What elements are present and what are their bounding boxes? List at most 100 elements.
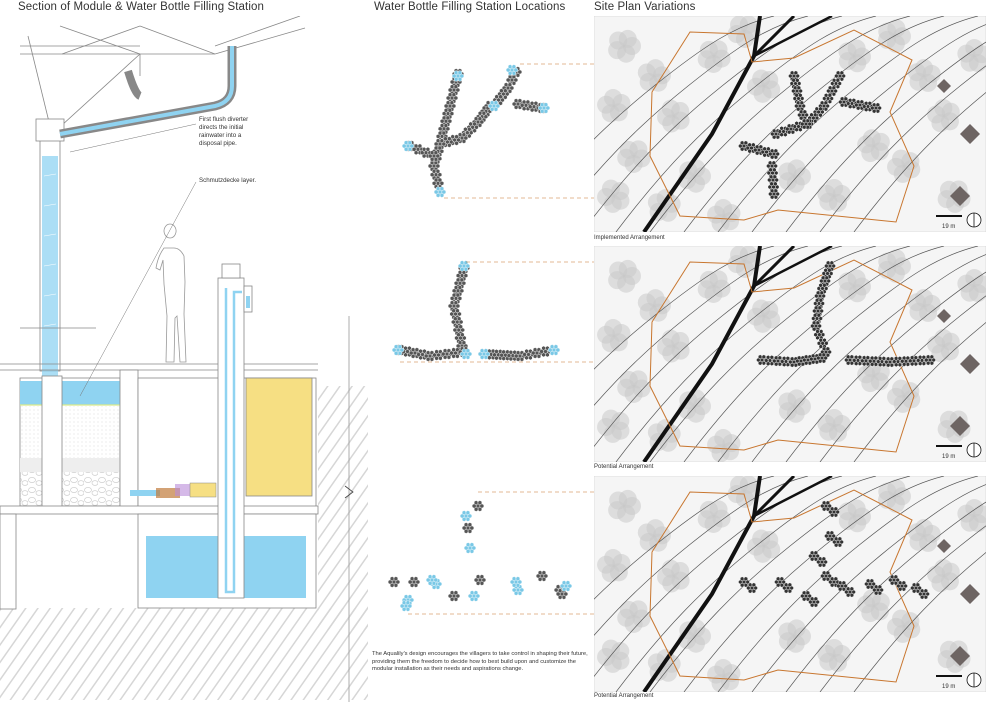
- module-cluster: [561, 594, 566, 600]
- module-cluster: [444, 107, 449, 113]
- module-cluster: [779, 125, 784, 131]
- tree-canopy: [617, 370, 651, 403]
- module-cluster: [921, 354, 926, 360]
- module-cluster: [498, 94, 503, 100]
- module-cluster: [772, 128, 777, 134]
- module-cluster: [818, 297, 823, 303]
- module-cluster: [452, 292, 457, 298]
- module-cluster: [432, 168, 437, 174]
- contour-line: [649, 476, 911, 692]
- module-cluster: [393, 576, 398, 582]
- module-cluster: [910, 355, 915, 360]
- tree-canopy: [878, 479, 911, 513]
- module-cluster: [818, 556, 823, 562]
- module-cluster: [464, 522, 469, 528]
- module-cluster: [829, 530, 834, 536]
- module-cluster: [434, 145, 439, 151]
- tree-canopy: [617, 140, 651, 173]
- module-cluster: [748, 582, 753, 588]
- module-cluster: [516, 350, 521, 356]
- tree-canopy: [878, 249, 911, 283]
- contour-line: [615, 476, 877, 692]
- water-station-marker: [543, 102, 548, 108]
- water-station-marker: [436, 186, 441, 192]
- module-cluster: [881, 356, 886, 361]
- module-cluster: [912, 582, 917, 588]
- water-station-marker: [435, 584, 440, 590]
- module-cluster: [923, 588, 928, 594]
- water-station-marker: [550, 344, 555, 350]
- module-cluster: [825, 570, 830, 576]
- module-cluster: [814, 106, 819, 112]
- module-cluster: [447, 107, 452, 113]
- module-cluster: [393, 582, 398, 588]
- water-station-marker: [511, 64, 516, 70]
- module-cluster: [433, 150, 438, 156]
- module-cluster: [785, 355, 790, 361]
- module-cluster: [830, 506, 835, 512]
- scale-label: 19 m: [942, 224, 955, 230]
- module-cluster: [905, 355, 910, 361]
- water-station-marker: [465, 510, 470, 516]
- module-cluster: [494, 349, 499, 354]
- module-cluster: [893, 574, 898, 580]
- module-cluster: [453, 316, 458, 322]
- module-cluster: [426, 350, 431, 356]
- module-cluster: [433, 156, 438, 162]
- module-cluster: [822, 346, 827, 352]
- module-cluster: [782, 355, 787, 361]
- design-description: The Aqualily's design encourages the vil…: [372, 651, 588, 673]
- contour-line: [785, 271, 986, 462]
- water-station-marker: [460, 260, 465, 266]
- tree-canopy: [907, 59, 941, 92]
- plan2-caption: Potential Arrangement: [594, 464, 654, 470]
- module-cluster: [796, 85, 801, 91]
- module-cluster: [454, 140, 459, 146]
- tree-canopy: [857, 359, 890, 393]
- module-cluster: [838, 580, 843, 586]
- module-cluster: [740, 140, 745, 146]
- module-cluster: [818, 106, 823, 112]
- contour-line: [683, 476, 945, 692]
- module-cluster: [455, 292, 460, 298]
- schmutzdecke-note: Schmutzdecke layer.: [199, 177, 257, 184]
- water-station-marker: [463, 266, 468, 272]
- module-cluster: [831, 91, 836, 97]
- module-cluster: [439, 138, 444, 144]
- road-branch: [753, 246, 833, 288]
- module-cluster: [901, 586, 906, 592]
- module-cluster: [442, 115, 447, 121]
- module-cluster: [414, 347, 419, 353]
- module-cluster: [528, 355, 533, 361]
- contour-line: [594, 476, 809, 636]
- scale-label: 19 m: [942, 454, 955, 460]
- module-cluster: [849, 354, 854, 360]
- building-marker: [960, 584, 980, 604]
- module-cluster: [794, 92, 799, 98]
- module-cluster: [864, 100, 869, 106]
- module-cluster: [453, 84, 458, 90]
- module-cluster: [507, 82, 512, 88]
- module-cluster: [390, 576, 395, 582]
- module-cluster: [829, 260, 834, 266]
- note-line: rainwater into a: [199, 132, 242, 139]
- water-station-marker: [565, 580, 570, 586]
- module-cluster: [877, 584, 882, 590]
- module-cluster: [413, 582, 418, 588]
- module-cluster: [857, 354, 862, 360]
- contour-line: [751, 254, 986, 462]
- module-cluster: [825, 346, 830, 352]
- tree-canopy: [907, 289, 941, 322]
- tree-canopy: [817, 409, 851, 442]
- tree-canopy: [637, 289, 671, 322]
- module-cluster: [783, 132, 788, 138]
- tree-canopy: [857, 129, 890, 163]
- module-cluster: [787, 588, 792, 594]
- module-cluster: [448, 92, 453, 98]
- module-cluster: [835, 84, 840, 90]
- module-cluster: [836, 70, 841, 76]
- water-station-marker: [517, 590, 522, 596]
- module-cluster: [878, 356, 883, 361]
- contour-line: [853, 92, 986, 232]
- module-cluster: [558, 588, 563, 594]
